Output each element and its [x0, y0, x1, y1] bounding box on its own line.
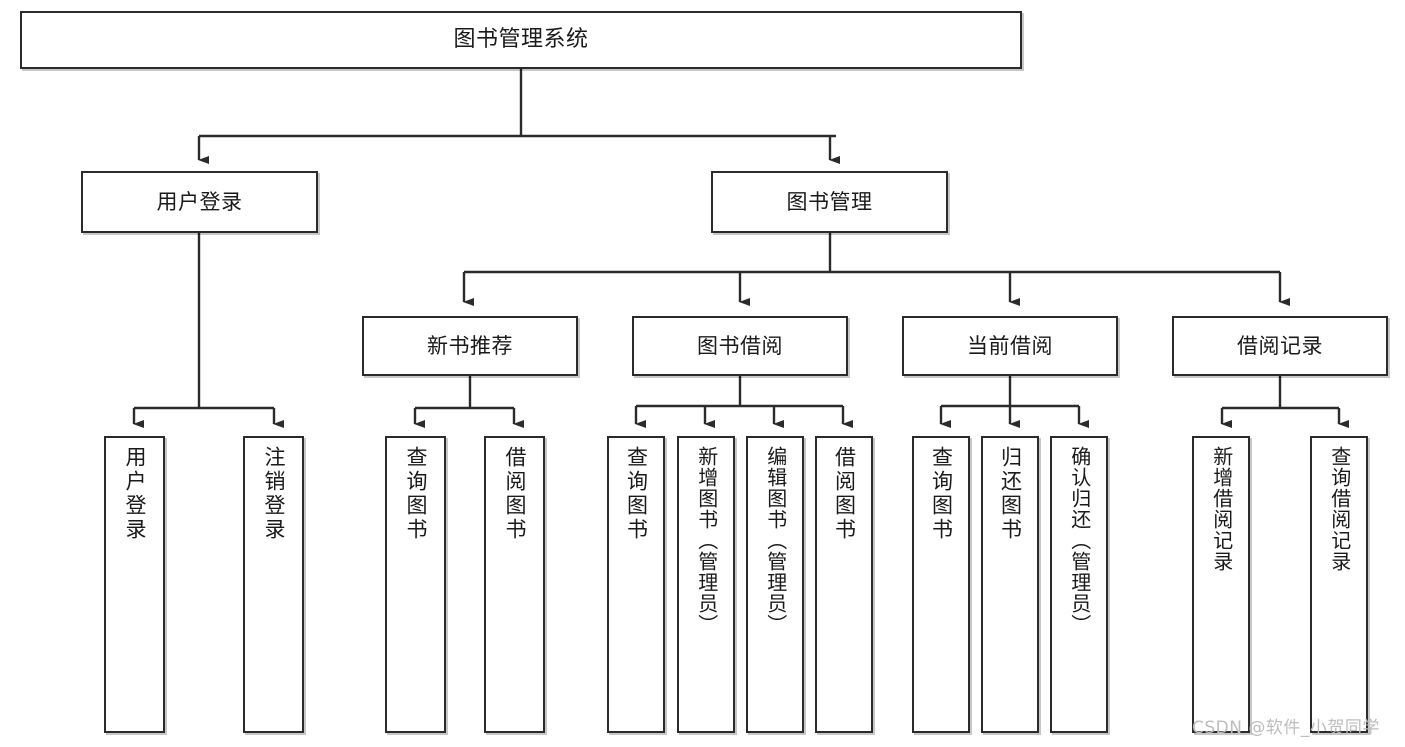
leaf-user-login-logout[interactable]: 注销登录 — [243, 436, 304, 733]
leaf-borrow-record-add[interactable]: 新增借阅记录 — [1192, 436, 1250, 733]
leaf-new-book-borrow[interactable]: 借阅图书 — [484, 436, 545, 733]
node-label: 注销登录 — [261, 446, 286, 542]
node-label: 用户登录 — [156, 189, 243, 214]
node-label: 图书管理系统 — [453, 27, 589, 53]
leaf-book-borrow-query[interactable]: 查询图书 — [607, 436, 665, 733]
node-label: 借阅图书 — [832, 446, 857, 542]
node-label: 当前借阅 — [967, 333, 1053, 358]
node-label: 新增图书（管理员） — [694, 446, 719, 635]
node-current-borrow[interactable]: 当前借阅 — [902, 316, 1118, 376]
leaf-current-borrow-return[interactable]: 归还图书 — [981, 436, 1039, 733]
leaf-current-borrow-confirm-return[interactable]: 确认归还（管理员） — [1050, 436, 1108, 733]
node-label: 用户登录 — [122, 446, 147, 542]
leaf-current-borrow-query[interactable]: 查询图书 — [912, 436, 970, 733]
node-label: 查询图书 — [403, 446, 428, 542]
node-label: 查询图书 — [929, 446, 954, 542]
node-label: 查询图书 — [624, 446, 649, 542]
leaf-new-book-query[interactable]: 查询图书 — [385, 436, 446, 733]
node-label: 借阅记录 — [1237, 333, 1323, 358]
node-root-system[interactable]: 图书管理系统 — [20, 11, 1022, 69]
leaf-book-borrow-borrow[interactable]: 借阅图书 — [815, 436, 873, 733]
node-book-management[interactable]: 图书管理 — [711, 171, 948, 233]
node-label: 查询借阅记录 — [1327, 446, 1352, 572]
node-borrow-record[interactable]: 借阅记录 — [1172, 316, 1388, 376]
node-label: 借阅图书 — [502, 446, 527, 542]
node-label: 新书推荐 — [427, 333, 513, 358]
node-new-book-recommend[interactable]: 新书推荐 — [362, 316, 578, 376]
leaf-user-login-login[interactable]: 用户登录 — [104, 436, 165, 733]
node-label: 图书管理 — [786, 189, 873, 214]
node-label: 归还图书 — [998, 446, 1023, 542]
node-label: 图书借阅 — [697, 333, 783, 358]
leaf-book-borrow-add[interactable]: 新增图书（管理员） — [677, 436, 735, 733]
leaf-book-borrow-edit[interactable]: 编辑图书（管理员） — [746, 436, 804, 733]
node-label: 确认归还（管理员） — [1067, 446, 1092, 635]
node-label: 编辑图书（管理员） — [763, 446, 788, 635]
node-user-login[interactable]: 用户登录 — [81, 171, 318, 233]
node-label: 新增借阅记录 — [1209, 446, 1234, 572]
leaf-borrow-record-query[interactable]: 查询借阅记录 — [1310, 436, 1368, 733]
csdn-watermark: CSDN @软件_小贺同学 — [1192, 718, 1380, 738]
node-book-borrow[interactable]: 图书借阅 — [632, 316, 848, 376]
